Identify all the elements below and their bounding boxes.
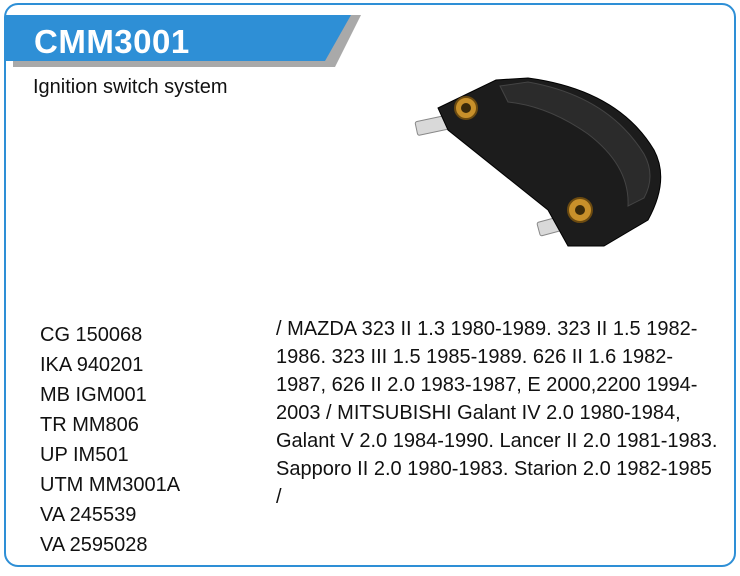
cross-reference-item: UP IM501 xyxy=(40,444,129,466)
product-card xyxy=(4,3,736,567)
product-code: CMM3001 xyxy=(34,23,190,60)
cross-reference-item: CG 150068 xyxy=(40,324,143,346)
cross-reference-item: TR MM806 xyxy=(40,414,139,436)
title-banner xyxy=(5,15,361,67)
cross-reference-item: UTM MM3001A xyxy=(40,474,181,496)
ignition-module-image xyxy=(414,77,662,247)
cross-reference-list: CG 150068 IKA 940201 MB IGM001 TR MM806 … xyxy=(40,320,180,560)
vehicle-applications: / MAZDA 323 II 1.3 1980-1989. 323 II 1.5… xyxy=(276,318,718,508)
cross-reference-item: VA 2595028 xyxy=(40,534,148,556)
product-description: Ignition switch system xyxy=(33,76,228,98)
cross-reference-item: IKA 940201 xyxy=(40,354,144,376)
cross-reference-item: MB IGM001 xyxy=(40,384,147,406)
cross-reference-item: VA 245539 xyxy=(40,504,137,526)
